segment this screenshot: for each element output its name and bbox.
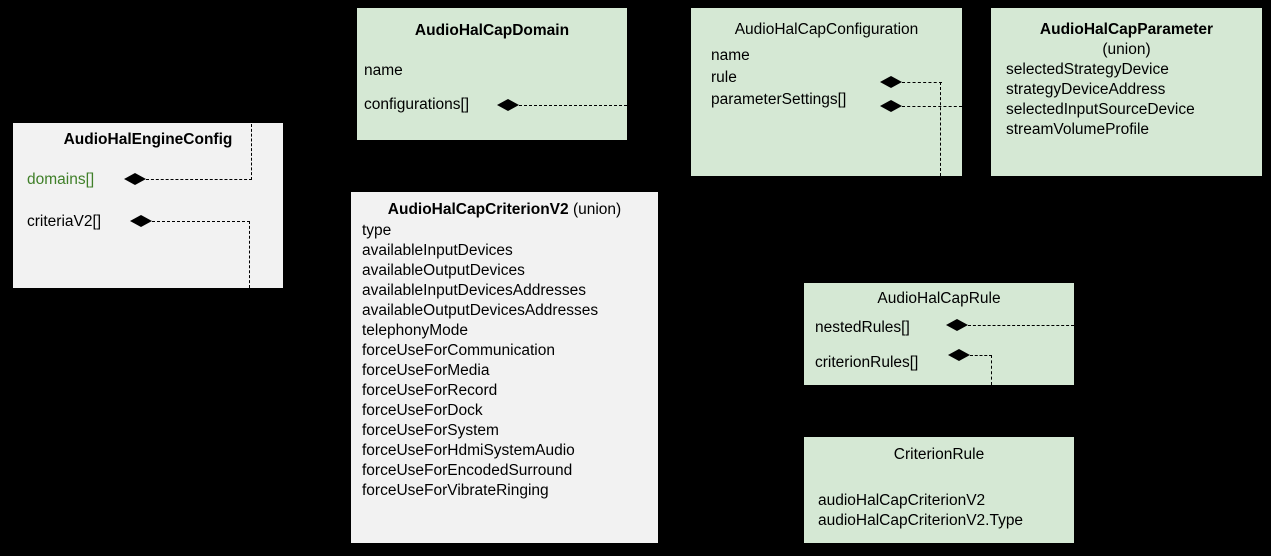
class-title-audiohalcapdomain: AudioHalCapDomain [414, 22, 570, 39]
class-box-audiohalengineconfig[interactable]: AudioHalEngineConfig domains[] criteriaV… [13, 123, 283, 288]
attribute-streamvolumeprofile: streamVolumeProfile [1006, 121, 1150, 138]
attribute-forceuseforcommunication: forceUseForCommunication [362, 342, 555, 359]
attribute-forceuseforhdmisystemaudio: forceUseForHdmiSystemAudio [362, 442, 575, 459]
class-box-audiohalcapconfiguration[interactable]: AudioHalCapConfiguration name rule param… [691, 8, 962, 176]
attribute-parametersettings: parameterSettings[] [711, 91, 847, 108]
attribute-criteriav2: criteriaV2[] [27, 213, 102, 230]
connector-rule-vertical [940, 82, 941, 176]
class-title-text-criterionv2: AudioHalCapCriterionV2 [387, 201, 569, 218]
connector-parametersettings-horizontal [902, 106, 962, 107]
composition-diamond-configurations [497, 99, 519, 111]
connector-configurations-horizontal [519, 105, 702, 106]
attribute-selectedstrategydevice: selectedStrategyDevice [1006, 61, 1169, 78]
attribute-forceuseformedia: forceUseForMedia [362, 362, 490, 379]
attribute-forceusefordock: forceUseForDock [362, 402, 483, 419]
class-box-audiohalcapdomain[interactable]: AudioHalCapDomain name configurations[] [357, 8, 627, 140]
composition-diamond-domains [124, 173, 146, 185]
composition-diamond-parametersettings [880, 100, 902, 112]
connector-criterionrules-vertical [991, 355, 992, 385]
attribute-availableinputdevices: availableInputDevices [362, 242, 513, 259]
attribute-criterionrules: criterionRules[] [815, 354, 919, 371]
class-union-tag-audiohalcapparameter: (union) [1102, 41, 1151, 58]
attribute-selectedinputsourcedevice: selectedInputSourceDevice [1006, 101, 1195, 118]
composition-diamond-criterionrules [948, 349, 970, 361]
attribute-forceuseforsystem: forceUseForSystem [362, 422, 499, 439]
connector-domains-horizontal [146, 179, 252, 180]
connector-nestedrules-horizontal [968, 325, 1074, 326]
connector-domains-vertical [251, 124, 252, 180]
composition-diamond-criteriav2 [130, 215, 152, 227]
connector-criteriav2-vertical [249, 221, 250, 288]
class-title-audiohalcaprule: AudioHalCapRule [877, 290, 1001, 307]
composition-diamond-nestedrules [946, 319, 968, 331]
attribute-strategydeviceaddress: strategyDeviceAddress [1006, 81, 1166, 98]
attribute-type: type [362, 222, 392, 239]
class-box-audiohalcapparameter[interactable]: AudioHalCapParameter (union) selectedStr… [991, 8, 1262, 176]
attribute-forceuseforencodedsurround: forceUseForEncodedSurround [362, 462, 573, 479]
connector-criteriav2-horizontal [152, 221, 250, 222]
attribute-audiohalcapcriterionv2-type: audioHalCapCriterionV2.Type [818, 512, 1024, 529]
class-box-audiohalcapcriterionv2[interactable]: AudioHalCapCriterionV2 (union) type avai… [351, 192, 658, 543]
class-title-audiohalcapconfiguration: AudioHalCapConfiguration [734, 21, 919, 38]
class-union-tag-criterionv2: (union) [572, 201, 622, 218]
class-box-audiohalcaprule[interactable]: AudioHalCapRule nestedRules[] criterionR… [804, 283, 1074, 385]
attribute-name-domain: name [364, 62, 403, 79]
attribute-availableoutputdevicesaddresses: availableOutputDevicesAddresses [362, 302, 599, 319]
class-title-audiohalcapcriterionv2: AudioHalCapCriterionV2 (union) [351, 200, 658, 220]
connector-criterionrules-horizontal [970, 355, 992, 356]
composition-diamond-rule [880, 76, 902, 88]
class-title-audiohalcapparameter: AudioHalCapParameter [1039, 21, 1214, 38]
attribute-availableinputdevicesaddresses: availableInputDevicesAddresses [362, 282, 587, 299]
attribute-audiohalcapcriterionv2: audioHalCapCriterionV2 [818, 492, 986, 509]
class-title-audiohalengineconfig: AudioHalEngineConfig [63, 131, 233, 148]
attribute-availableoutputdevices: availableOutputDevices [362, 262, 525, 279]
attribute-name-configuration: name [711, 47, 750, 64]
attribute-configurations: configurations[] [364, 96, 470, 113]
class-title-criterionrule: CriterionRule [893, 446, 985, 463]
class-box-criterionrule[interactable]: CriterionRule audioHalCapCriterionV2 aud… [804, 437, 1074, 543]
attribute-nestedrules: nestedRules[] [815, 319, 910, 336]
attribute-telephonymode: telephonyMode [362, 322, 468, 339]
connector-rule-horizontal [902, 82, 942, 83]
attribute-forceuseforrecord: forceUseForRecord [362, 382, 498, 399]
attribute-domains: domains[] [27, 171, 95, 188]
attribute-forceuseforvibrateringing: forceUseForVibrateRinging [362, 482, 549, 499]
attribute-rule: rule [711, 69, 737, 86]
